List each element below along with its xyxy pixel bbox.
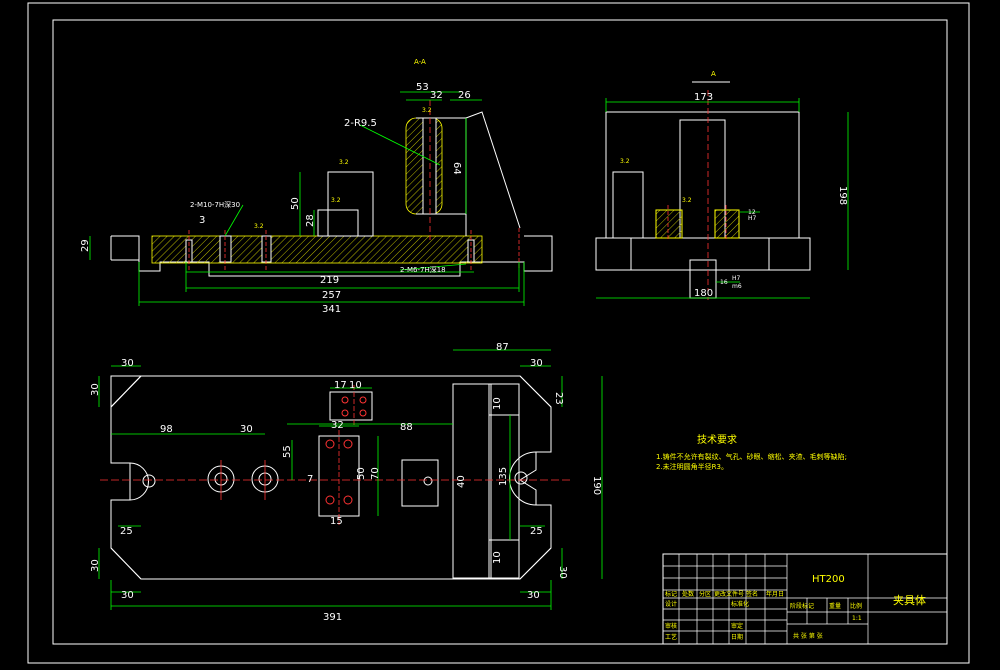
svg-text:2.未注明圆角半径R3。: 2.未注明圆角半径R3。 [656,462,728,471]
svg-text:30: 30 [90,383,101,396]
svg-text:3.2: 3.2 [339,159,349,166]
svg-text:219: 219 [320,275,339,286]
svg-text:32: 32 [430,90,443,101]
svg-text:26: 26 [458,90,471,101]
svg-text:重量: 重量 [829,602,841,610]
svg-text:3.2: 3.2 [682,197,692,204]
svg-text:30: 30 [527,590,540,601]
svg-text:3.2: 3.2 [331,197,341,204]
svg-text:98: 98 [160,424,173,435]
svg-text:A: A [711,70,716,78]
svg-text:10: 10 [349,380,362,391]
svg-text:88: 88 [400,422,413,433]
svg-text:64: 64 [451,162,462,175]
svg-text:87: 87 [496,342,509,353]
svg-text:30: 30 [240,424,253,435]
section-label: A-A [414,58,426,66]
svg-text:2-R9.5: 2-R9.5 [344,118,377,129]
svg-text:H7: H7 [732,275,741,282]
svg-text:17: 17 [334,380,347,391]
svg-text:40: 40 [456,475,467,488]
svg-text:设计: 设计 [665,600,677,608]
svg-text:391: 391 [323,612,342,623]
svg-text:标记: 标记 [665,590,677,598]
outer-border [27,2,970,664]
plan-view: 30 30 30 30 30 30 30 30 87 98 55 88 17 1… [90,342,603,623]
svg-text:审核: 审核 [665,622,677,630]
front-section-view: A-A [80,58,553,315]
title-block: HT200 夹具体 标记 处数 分区 更改文件号 签名 年月日 设计 标准化 审… [662,553,948,645]
svg-text:工艺: 工艺 [665,633,677,641]
svg-text:135: 135 [498,467,509,486]
svg-text:28: 28 [305,214,316,227]
svg-text:3.2: 3.2 [254,223,264,230]
svg-text:2-M10-7H深30: 2-M10-7H深30 [190,200,240,209]
svg-text:技术要求: 技术要求 [697,433,737,446]
svg-text:HT200: HT200 [812,574,845,585]
svg-text:审定: 审定 [731,622,743,630]
svg-text:23: 23 [553,392,564,405]
svg-text:3.2: 3.2 [620,158,630,165]
svg-text:处数: 处数 [682,590,694,598]
svg-text:3.2: 3.2 [422,107,432,114]
svg-text:16: 16 [720,279,728,286]
svg-text:30: 30 [90,559,101,572]
svg-text:阶段标记: 阶段标记 [790,602,814,610]
svg-text:标准化: 标准化 [731,600,749,608]
svg-text:12: 12 [748,209,756,216]
svg-text:25: 25 [120,526,133,537]
svg-text:1.铸件不允许有裂纹、气孔、砂眼、缩松、夹渣、毛刺等缺陷;: 1.铸件不允许有裂纹、气孔、砂眼、缩松、夹渣、毛刺等缺陷; [656,452,847,461]
svg-text:3: 3 [199,215,205,226]
side-view: A 173 198 180 16 H7 m6 1 [595,70,849,300]
svg-text:比例: 比例 [850,602,862,610]
svg-text:2-M6-7H深18: 2-M6-7H深18 [400,265,446,274]
svg-text:m6: m6 [732,283,742,290]
svg-text:15: 15 [330,516,343,527]
svg-text:173: 173 [694,92,713,103]
svg-text:签名: 签名 [746,590,758,598]
svg-text:30: 30 [557,566,568,579]
svg-text:190: 190 [591,476,602,495]
svg-text:10: 10 [492,397,503,410]
svg-text:50: 50 [290,197,301,210]
svg-text:共 张 第 张: 共 张 第 张 [793,632,823,640]
svg-text:夹具体: 夹具体 [893,593,926,607]
svg-text:30: 30 [121,358,134,369]
svg-text:25: 25 [530,526,543,537]
svg-text:H7: H7 [748,215,757,222]
technical-requirements: 技术要求 1.铸件不允许有裂纹、气孔、砂眼、缩松、夹渣、毛刺等缺陷; 2.未注明… [656,433,847,471]
svg-text:55: 55 [282,445,293,458]
svg-text:日期: 日期 [731,633,743,641]
svg-text:341: 341 [322,304,341,315]
svg-text:198: 198 [837,186,848,205]
svg-text:7: 7 [307,474,313,485]
svg-text:30: 30 [530,358,543,369]
svg-text:50: 50 [356,467,367,480]
svg-text:32: 32 [331,420,344,431]
svg-text:70: 70 [370,467,381,480]
svg-text:53: 53 [416,82,429,93]
svg-text:更改文件号: 更改文件号 [714,590,744,598]
svg-text:分区: 分区 [699,590,711,598]
svg-text:年月日: 年月日 [766,590,784,598]
inner-border [52,19,948,645]
svg-text:257: 257 [322,290,341,301]
svg-text:1:1: 1:1 [852,615,862,622]
svg-text:180: 180 [694,288,713,299]
svg-text:10: 10 [492,551,503,564]
svg-text:29: 29 [80,239,91,252]
svg-text:30: 30 [121,590,134,601]
